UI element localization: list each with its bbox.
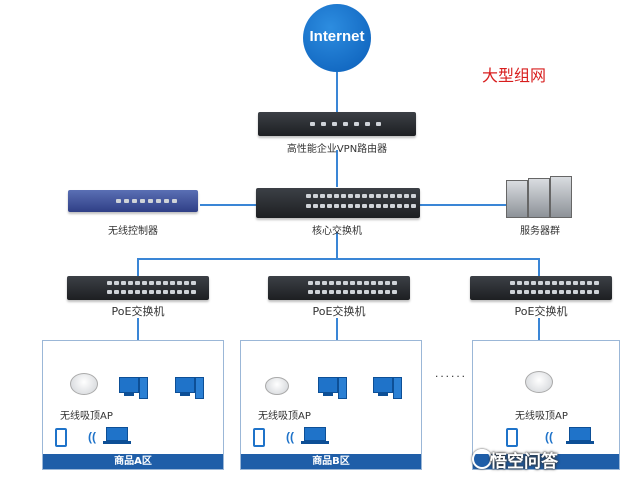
poe-switch-2	[268, 276, 410, 300]
desktop-pc-icon	[175, 377, 204, 399]
desktop-pc-icon	[318, 377, 347, 399]
ceiling-ap-icon	[265, 377, 289, 395]
link-router-core	[336, 150, 338, 187]
zone-c-ap-label: 无线吸顶AP	[515, 411, 568, 422]
laptop-icon	[301, 427, 329, 445]
poe-switch-2-label: PoE交换机	[312, 305, 366, 318]
server-label: 服务器群	[520, 226, 560, 237]
router-label: 高性能企业VPN路由器	[286, 144, 388, 155]
watermark-text: 悟空问答	[490, 452, 558, 472]
zone-c	[472, 340, 620, 470]
poe-switch-3-label: PoE交换机	[514, 305, 568, 318]
wireless-controller	[68, 190, 198, 212]
wifi-icon: ((	[545, 430, 553, 444]
internet-node: Internet	[303, 4, 371, 72]
wifi-icon: ((	[88, 430, 96, 444]
phone-icon	[55, 428, 67, 447]
ceiling-ap-icon	[70, 373, 98, 395]
desktop-pc-icon	[119, 377, 148, 399]
core-switch	[256, 188, 420, 218]
link-internet-router	[336, 72, 338, 112]
zone-b: 商品B区	[240, 340, 422, 470]
zone-c-bar	[473, 454, 619, 469]
zone-a-bar: 商品A区	[43, 454, 223, 469]
link-core-down	[336, 232, 338, 258]
vpn-router	[258, 112, 416, 136]
zone-b-bar: 商品B区	[241, 454, 421, 469]
ellipsis: ......	[435, 366, 468, 380]
link-poe3	[538, 258, 540, 276]
wifi-icon: ((	[286, 430, 294, 444]
link-controller-core	[200, 204, 256, 206]
phone-icon	[506, 428, 518, 447]
internet-label: Internet	[309, 28, 365, 45]
poe-switch-1-label: PoE交换机	[111, 305, 165, 318]
link-poe-bus	[137, 258, 540, 260]
laptop-icon	[566, 427, 594, 445]
desktop-pc-icon	[373, 377, 402, 399]
link-core-servers	[420, 204, 506, 206]
controller-label: 无线控制器	[108, 226, 158, 237]
link-poe1	[137, 258, 139, 276]
core-switch-label: 核心交换机	[312, 226, 362, 237]
zone-b-ap-label: 无线吸顶AP	[258, 411, 311, 422]
poe-switch-1	[67, 276, 209, 300]
phone-icon	[253, 428, 265, 447]
laptop-icon	[103, 427, 131, 445]
poe-switch-3	[470, 276, 612, 300]
server-group	[506, 176, 572, 218]
zone-a-ap-label: 无线吸顶AP	[60, 411, 113, 422]
diagram-title: 大型组网	[482, 66, 547, 85]
watermark-logo-icon	[472, 449, 492, 469]
ceiling-ap-icon	[525, 371, 553, 393]
zone-a: 商品A区	[42, 340, 224, 470]
